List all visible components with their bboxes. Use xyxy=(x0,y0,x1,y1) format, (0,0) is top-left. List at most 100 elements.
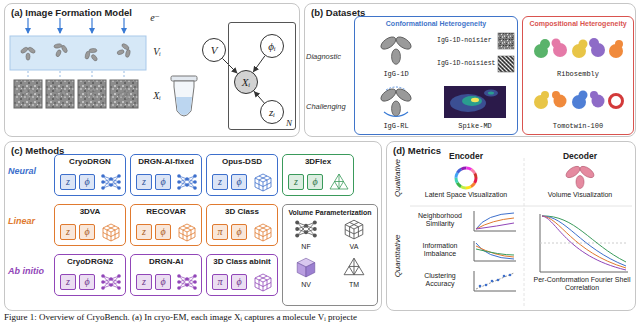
column-header: Encoder xyxy=(426,151,506,161)
label-slot: Ab initio xyxy=(8,266,52,277)
projection-lines xyxy=(28,71,124,79)
dataset-name: IgG-RL xyxy=(383,122,408,132)
variable-circle: V xyxy=(202,38,226,62)
label-slot: Encoder xyxy=(426,151,506,161)
symbol-box: z xyxy=(136,174,152,190)
row-label: Linear xyxy=(8,216,52,227)
symbol-label: z xyxy=(142,277,146,287)
caption-slot: Figure 1: Overview of CryoBench. (a) In … xyxy=(4,312,357,323)
variable-label: zᵢ xyxy=(269,107,275,118)
label-slot: Quantitative xyxy=(393,226,403,286)
method-box: 3D Class abinitπϕ xyxy=(206,254,278,296)
method-name: CryoDRGN xyxy=(69,155,111,167)
label-slot: Decoder xyxy=(540,151,620,161)
symbol-box: π xyxy=(212,224,228,240)
figure-caption: Figure 1: Overview of CryoBench. (a) In … xyxy=(4,312,357,323)
row-header: Qualitative xyxy=(393,148,403,208)
symbol-box: z xyxy=(136,224,152,240)
symbol-label: ϕ xyxy=(84,227,89,237)
dataset-tile: IgG-1D-noisiest xyxy=(434,54,516,74)
label-slot: VA xyxy=(339,242,369,251)
metric-name: Volume Visualization xyxy=(528,191,632,199)
symbol-label: z xyxy=(142,177,146,187)
dependency-arrow xyxy=(254,91,264,103)
electron-beam xyxy=(28,18,124,33)
symbol-box: ϕ xyxy=(79,174,95,190)
symbol-label: z xyxy=(66,177,70,187)
param-label: NV xyxy=(291,280,321,289)
symbol-label: ϕ xyxy=(236,177,241,187)
method-box: CryoDRGN2 zϕ xyxy=(54,254,126,296)
image-label: Xᵢ xyxy=(149,90,165,102)
metric-name: Per-Conformation Fourier Shell Correlati… xyxy=(530,276,634,292)
label-slot: Diagnostic xyxy=(306,52,352,61)
dataset-tile: Ribosembly xyxy=(528,30,628,80)
symbol-label: ϕ xyxy=(160,277,165,287)
symbol-label: π xyxy=(217,227,222,237)
label-slot: Vᵢ xyxy=(149,46,165,58)
symbol-box: ϕ xyxy=(307,174,323,190)
symbol-box: ϕ xyxy=(79,274,95,290)
label-slot: Volume Visualization xyxy=(528,191,632,199)
symbol-label: z xyxy=(218,177,222,187)
panel-title: (d) Metrics xyxy=(387,142,447,159)
method-name: 3DFlex xyxy=(305,155,331,167)
column-header: Decoder xyxy=(540,151,620,161)
beam-label: e⁻ xyxy=(146,12,164,24)
label-slot: Challenging xyxy=(306,102,352,111)
method-name: Opus-DSD xyxy=(222,155,262,167)
dataset-group: Conformational HeterogeneityIgG-1DIgG-1D… xyxy=(354,16,518,135)
symbol-label: z xyxy=(66,277,70,287)
symbol-label: ϕ xyxy=(160,177,165,187)
dataset-name: Tomotwin-100 xyxy=(553,122,603,132)
method-icons xyxy=(101,174,348,291)
method-box: 3DVAzϕ xyxy=(54,204,126,246)
variable-label: Xᵢ xyxy=(242,77,250,88)
label-slot: Linear xyxy=(8,216,52,227)
param-label: TM xyxy=(339,280,369,289)
dependency-arrow xyxy=(253,56,265,73)
metric-grid xyxy=(410,158,632,306)
dataset-tile: Tomotwin-100 xyxy=(528,82,628,132)
symbol-label: z xyxy=(66,227,70,237)
method-name: 3D Class xyxy=(225,205,259,217)
method-box: DRGN-AI-fixedzϕ xyxy=(130,154,202,196)
dataset-name: IgG-1D-noisiest xyxy=(434,60,496,68)
label-slot: Per-Conformation Fourier Shell Correlati… xyxy=(530,276,634,292)
figure-panel: (b) DatasetsConformational Heterogeneity… xyxy=(304,3,636,137)
dataset-tile: Spike-MD xyxy=(436,82,514,132)
method-box: 3DFlex zϕ xyxy=(282,154,354,196)
panel-title: (b) Datasets xyxy=(305,4,371,21)
method-name: 3D Class abinit xyxy=(213,255,270,267)
metric-name: Information Imbalance xyxy=(410,242,470,258)
row-label: Ab initio xyxy=(8,266,52,277)
symbol-box: z xyxy=(212,174,228,190)
symbol-box: z xyxy=(136,274,152,290)
micrographs xyxy=(14,80,138,108)
symbol-label: ϕ xyxy=(160,227,165,237)
row-label: Diagnostic xyxy=(306,52,352,61)
label-slot: Xᵢ xyxy=(149,90,165,102)
variable-circle: zᵢ xyxy=(260,100,284,124)
symbol-label: π xyxy=(217,277,222,287)
group-heading: Conformational Heterogeneity xyxy=(386,17,486,28)
symbol-box: ϕ xyxy=(155,174,171,190)
method-name: CryoDRGN2 xyxy=(67,255,113,267)
method-name: RECOVAR xyxy=(146,205,185,217)
method-box: DRGN-AIzϕ xyxy=(130,254,202,296)
label-slot: Neighborhood Similarity xyxy=(410,212,470,228)
row-header: Quantitative xyxy=(393,226,403,286)
symbol-box: z xyxy=(60,274,76,290)
symbol-label: z xyxy=(294,177,298,187)
param-label: NF xyxy=(291,242,321,251)
label-slot: Clustering Accuracy xyxy=(410,272,470,288)
dependency-arrow xyxy=(222,58,237,73)
dataset-tile: IgG-1D xyxy=(360,30,432,80)
dataset-name: Ribosembly xyxy=(557,70,599,80)
group-heading: Compositional Heterogeneity xyxy=(529,17,626,28)
row-label: Challenging xyxy=(306,102,352,111)
dataset-name: IgG-1D-noisier xyxy=(434,37,492,45)
label-slot: e⁻ xyxy=(146,12,164,24)
sample-tube xyxy=(171,76,197,116)
